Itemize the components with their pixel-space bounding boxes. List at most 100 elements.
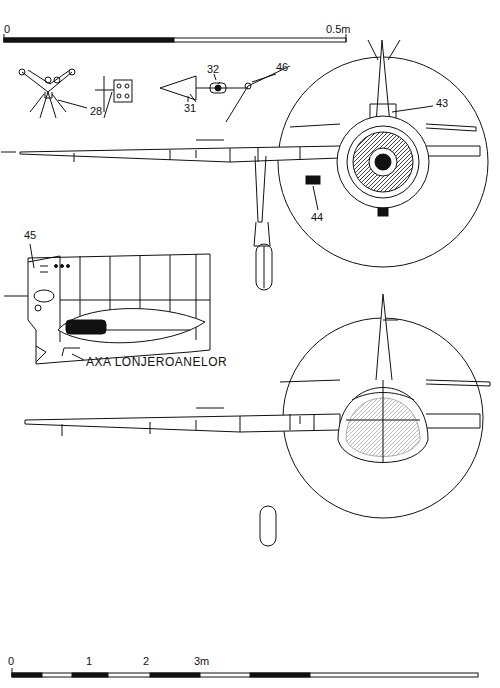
scale-bar — [12, 673, 478, 677]
front-view — [353, 132, 413, 192]
rear-view — [346, 380, 420, 462]
hinge-detail — [114, 80, 132, 102]
front-view — [376, 40, 390, 124]
hinge-detail — [104, 76, 105, 112]
scale-number: 2 — [143, 656, 149, 667]
control-linkage — [252, 74, 276, 82]
hinge-detail — [69, 69, 75, 75]
scale-number: 1 — [86, 656, 92, 667]
front-view — [256, 244, 272, 290]
scale-bar — [12, 668, 13, 677]
hinge-detail — [104, 92, 112, 118]
rear-view — [196, 408, 224, 409]
front-view — [378, 208, 388, 216]
scale-number: 3m — [194, 656, 209, 667]
front-view — [1, 40, 488, 290]
fuselage-section — [28, 254, 210, 364]
leader-line — [30, 82, 433, 360]
callout-number: 44 — [311, 212, 323, 223]
hinge-detail — [125, 84, 129, 88]
fuselage-section — [36, 346, 46, 362]
control-linkage — [215, 85, 221, 91]
rear-view — [25, 294, 490, 518]
control-linkage — [210, 83, 226, 93]
leader-line — [58, 100, 87, 108]
axis-label: AXA LONJEROANELOR — [86, 356, 227, 368]
front-view — [426, 146, 480, 156]
scale-bar — [12, 673, 42, 677]
leader-line — [30, 244, 34, 268]
leader-line — [72, 354, 84, 360]
front-view — [369, 148, 397, 176]
callout-number: 31 — [184, 103, 196, 114]
hinge-detail — [54, 77, 60, 83]
rear-view — [280, 380, 490, 386]
callout-number: 28 — [90, 106, 102, 117]
rear-view — [383, 320, 398, 321]
fuselage-section — [61, 265, 64, 268]
control-linkage — [188, 96, 189, 102]
rear-view — [62, 416, 300, 436]
scale-bar — [4, 38, 346, 42]
front-view — [255, 156, 266, 222]
rear-view — [376, 294, 392, 380]
control-linkage — [196, 88, 248, 89]
fuselage-section — [60, 300, 210, 301]
leader-line — [392, 106, 433, 112]
hinge-detail — [30, 92, 66, 118]
fuselage-section — [62, 348, 80, 356]
scale-bar — [150, 673, 200, 677]
scale-number: 0 — [8, 656, 14, 667]
hinge-detail — [19, 69, 132, 118]
front-view — [20, 146, 340, 162]
fuselage-section — [34, 290, 54, 302]
scale-bar — [4, 38, 174, 42]
front-view — [375, 154, 391, 170]
scale-number: 0 — [4, 24, 10, 35]
hinge-detail — [28, 70, 70, 84]
scale-bar — [72, 673, 108, 677]
fuselage-section — [35, 305, 41, 311]
hinge-detail — [45, 77, 51, 83]
scale-bar — [250, 673, 310, 677]
front-view — [347, 126, 419, 198]
rear-view — [426, 414, 480, 428]
leader-line — [313, 186, 318, 210]
fuselage-section — [40, 266, 48, 272]
hinge-detail — [45, 92, 52, 98]
callout-number: 43 — [436, 98, 448, 109]
callout-number: 46 — [276, 62, 288, 73]
rear-view — [25, 414, 340, 432]
leader-line — [218, 82, 220, 84]
front-view — [74, 150, 196, 162]
hinge-detail — [117, 84, 121, 88]
front-view — [264, 246, 265, 288]
scale-bar — [4, 34, 5, 42]
front-view — [306, 176, 320, 184]
front-view — [1, 152, 16, 153]
detail-oval — [260, 506, 276, 546]
fuselage-section — [4, 254, 210, 364]
fuselage-section — [67, 265, 70, 268]
fuselage-section — [55, 265, 58, 268]
hinge-detail — [125, 94, 129, 98]
callout-number: 45 — [24, 230, 36, 241]
scale-bar — [12, 668, 478, 677]
fuselage-section — [58, 309, 205, 343]
leader-line — [190, 94, 196, 102]
front-view — [337, 116, 429, 208]
fuselage-section — [4, 296, 28, 297]
scale-bar — [4, 34, 346, 42]
hinge-detail — [19, 69, 25, 75]
rear-view — [240, 414, 314, 432]
control-linkage — [226, 86, 248, 122]
front-view — [196, 140, 224, 141]
callout-number: 32 — [207, 64, 219, 75]
front-view — [254, 222, 270, 246]
fuselage-section — [66, 320, 106, 334]
scale-number: 0.5m — [326, 24, 350, 35]
control-linkage — [160, 76, 196, 100]
scale-bar — [346, 34, 347, 42]
front-view — [230, 147, 300, 162]
